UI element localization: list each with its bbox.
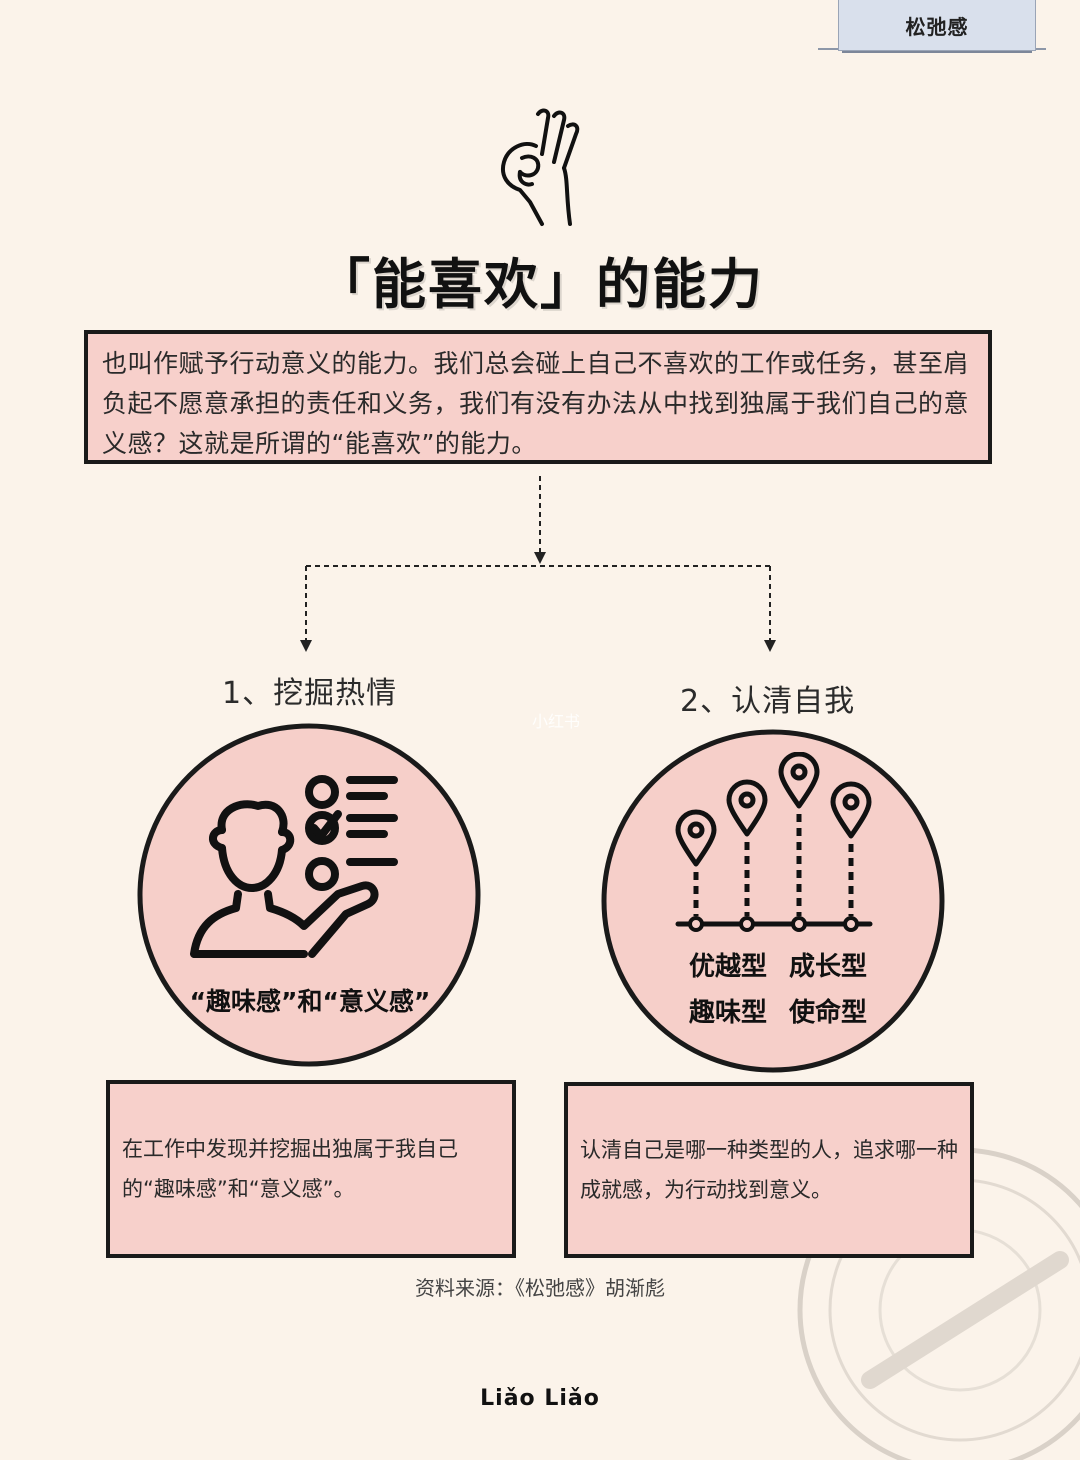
person-checklist-icon <box>190 775 398 958</box>
type-label: 趣味型 <box>688 998 767 1028</box>
brand-logo: Liǎo Liǎo <box>480 1386 600 1411</box>
location-pins-timeline-icon <box>675 752 873 932</box>
branch-label-self-knowledge: 2、认清自我 <box>680 684 856 719</box>
self-knowledge-description: 认清自己是哪一种类型的人，追求哪一种成就感，为行动找到意义。 <box>580 1138 958 1202</box>
intro-box: 也叫作赋予行动意义的能力。我们总会碰上自己不喜欢的工作或任务，甚至肩负起不愿意承… <box>84 330 992 464</box>
intro-text: 也叫作赋予行动意义的能力。我们总会碰上自己不喜欢的工作或任务，甚至肩负起不愿意承… <box>102 349 970 458</box>
source-citation: 资料来源：《松弛感》胡渐彪 <box>415 1276 665 1300</box>
passion-description-box: 在工作中发现并挖掘出独属于我自己的“趣味感”和“意义感”。 <box>106 1080 516 1258</box>
branch-connector <box>300 476 776 652</box>
type-label: 优越型 <box>688 952 767 982</box>
watermark: 小红书 <box>532 712 581 731</box>
type-label: 成长型 <box>788 952 867 982</box>
self-knowledge-description-box: 认清自己是哪一种类型的人，追求哪一种成就感，为行动找到意义。 <box>564 1082 974 1258</box>
ok-hand-icon <box>501 108 580 226</box>
passion-description: 在工作中发现并挖掘出独属于我自己的“趣味感”和“意义感”。 <box>122 1137 458 1201</box>
header-tab: 松弛感 <box>838 0 1036 51</box>
branch-label-passion: 1、挖掘热情 <box>222 676 398 711</box>
passion-circle-caption: “趣味感”和“意义感” <box>189 987 431 1016</box>
self-knowledge-circle <box>601 729 945 1073</box>
page-title: 「能喜欢」的能力 <box>316 253 764 316</box>
type-label: 使命型 <box>788 998 867 1028</box>
